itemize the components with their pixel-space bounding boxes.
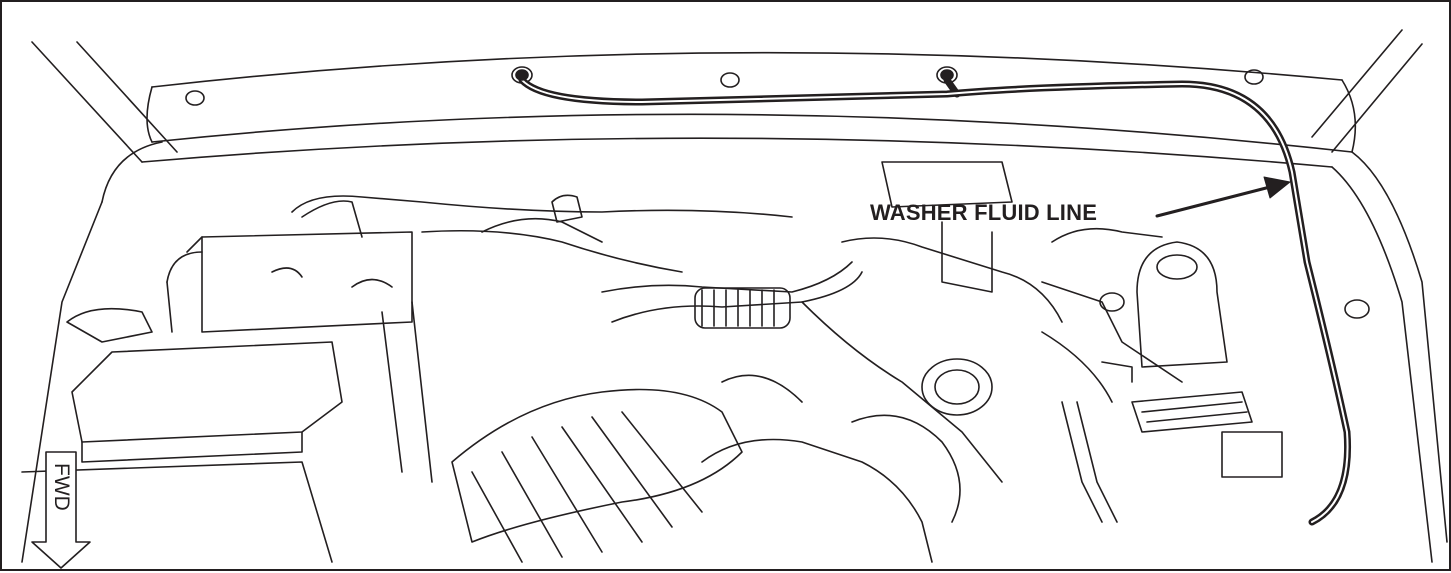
washer-fluid-line [515,69,1352,526]
washer-fluid-line-label: WASHER FLUID LINE [870,200,1098,225]
brake-reservoir [1041,227,1283,523]
down-arrow-icon [31,451,91,569]
hood-outline [21,29,1448,563]
battery [166,200,413,333]
fuse-box [21,307,343,563]
fwd-label: FWD [50,463,73,511]
callout-arrow [1155,176,1291,218]
engine-components [291,161,1063,563]
